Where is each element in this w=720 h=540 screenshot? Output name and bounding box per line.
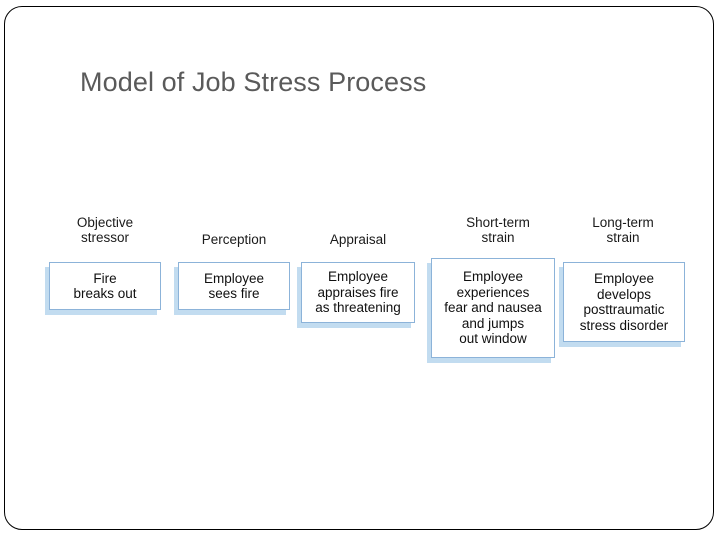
stage-box-text-objective-stressor: Fire breaks out <box>73 270 137 302</box>
stage-box-text-appraisal: Employee appraises fire as threatening <box>315 269 401 316</box>
stage-box-long-term-strain[interactable]: Employee develops posttraumatic stress d… <box>563 262 685 342</box>
stage-box-appraisal[interactable]: Employee appraises fire as threatening <box>301 262 415 323</box>
stage-label-perception: Perception <box>201 232 267 247</box>
stage-box-short-term-strain[interactable]: Employee experiences fear and nausea and… <box>431 258 555 358</box>
stage-box-text-perception: Employee sees fire <box>203 270 265 302</box>
stage-label-objective-stressor: Objective stressor <box>76 215 134 245</box>
stage-box-text-short-term-strain: Employee experiences fear and nausea and… <box>444 269 542 347</box>
stage-label-short-term-strain: Short-term strain <box>466 215 530 245</box>
stage-box-text-long-term-strain: Employee develops posttraumatic stress d… <box>579 271 669 333</box>
stage-box-perception[interactable]: Employee sees fire <box>178 262 290 310</box>
stage-label-appraisal: Appraisal <box>329 232 387 247</box>
stage-label-long-term-strain: Long-term strain <box>592 215 654 245</box>
page-title: Model of Job Stress Process <box>80 67 427 97</box>
stage-box-objective-stressor[interactable]: Fire breaks out <box>49 262 161 310</box>
